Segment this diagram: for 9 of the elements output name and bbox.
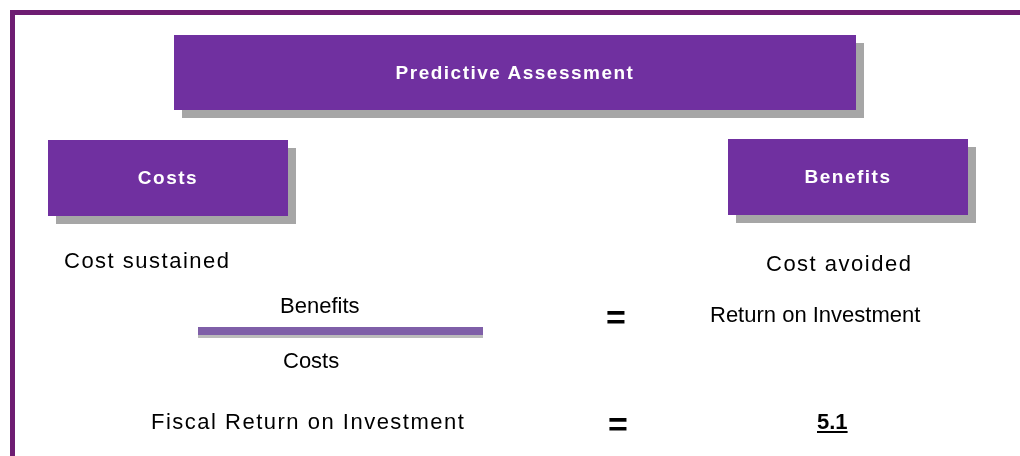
text-label: Cost avoided bbox=[766, 251, 913, 277]
result-value: 5.1 bbox=[817, 409, 848, 435]
numerator-text: Benefits bbox=[280, 293, 360, 319]
text-label: Fiscal Return on Investment bbox=[151, 409, 466, 435]
text-label: Return on Investment bbox=[710, 302, 921, 328]
equals-sign: = bbox=[608, 405, 628, 444]
denominator-text: Costs bbox=[283, 348, 340, 374]
equals-sign: = bbox=[606, 298, 626, 337]
text-label: Cost sustained bbox=[64, 248, 231, 274]
